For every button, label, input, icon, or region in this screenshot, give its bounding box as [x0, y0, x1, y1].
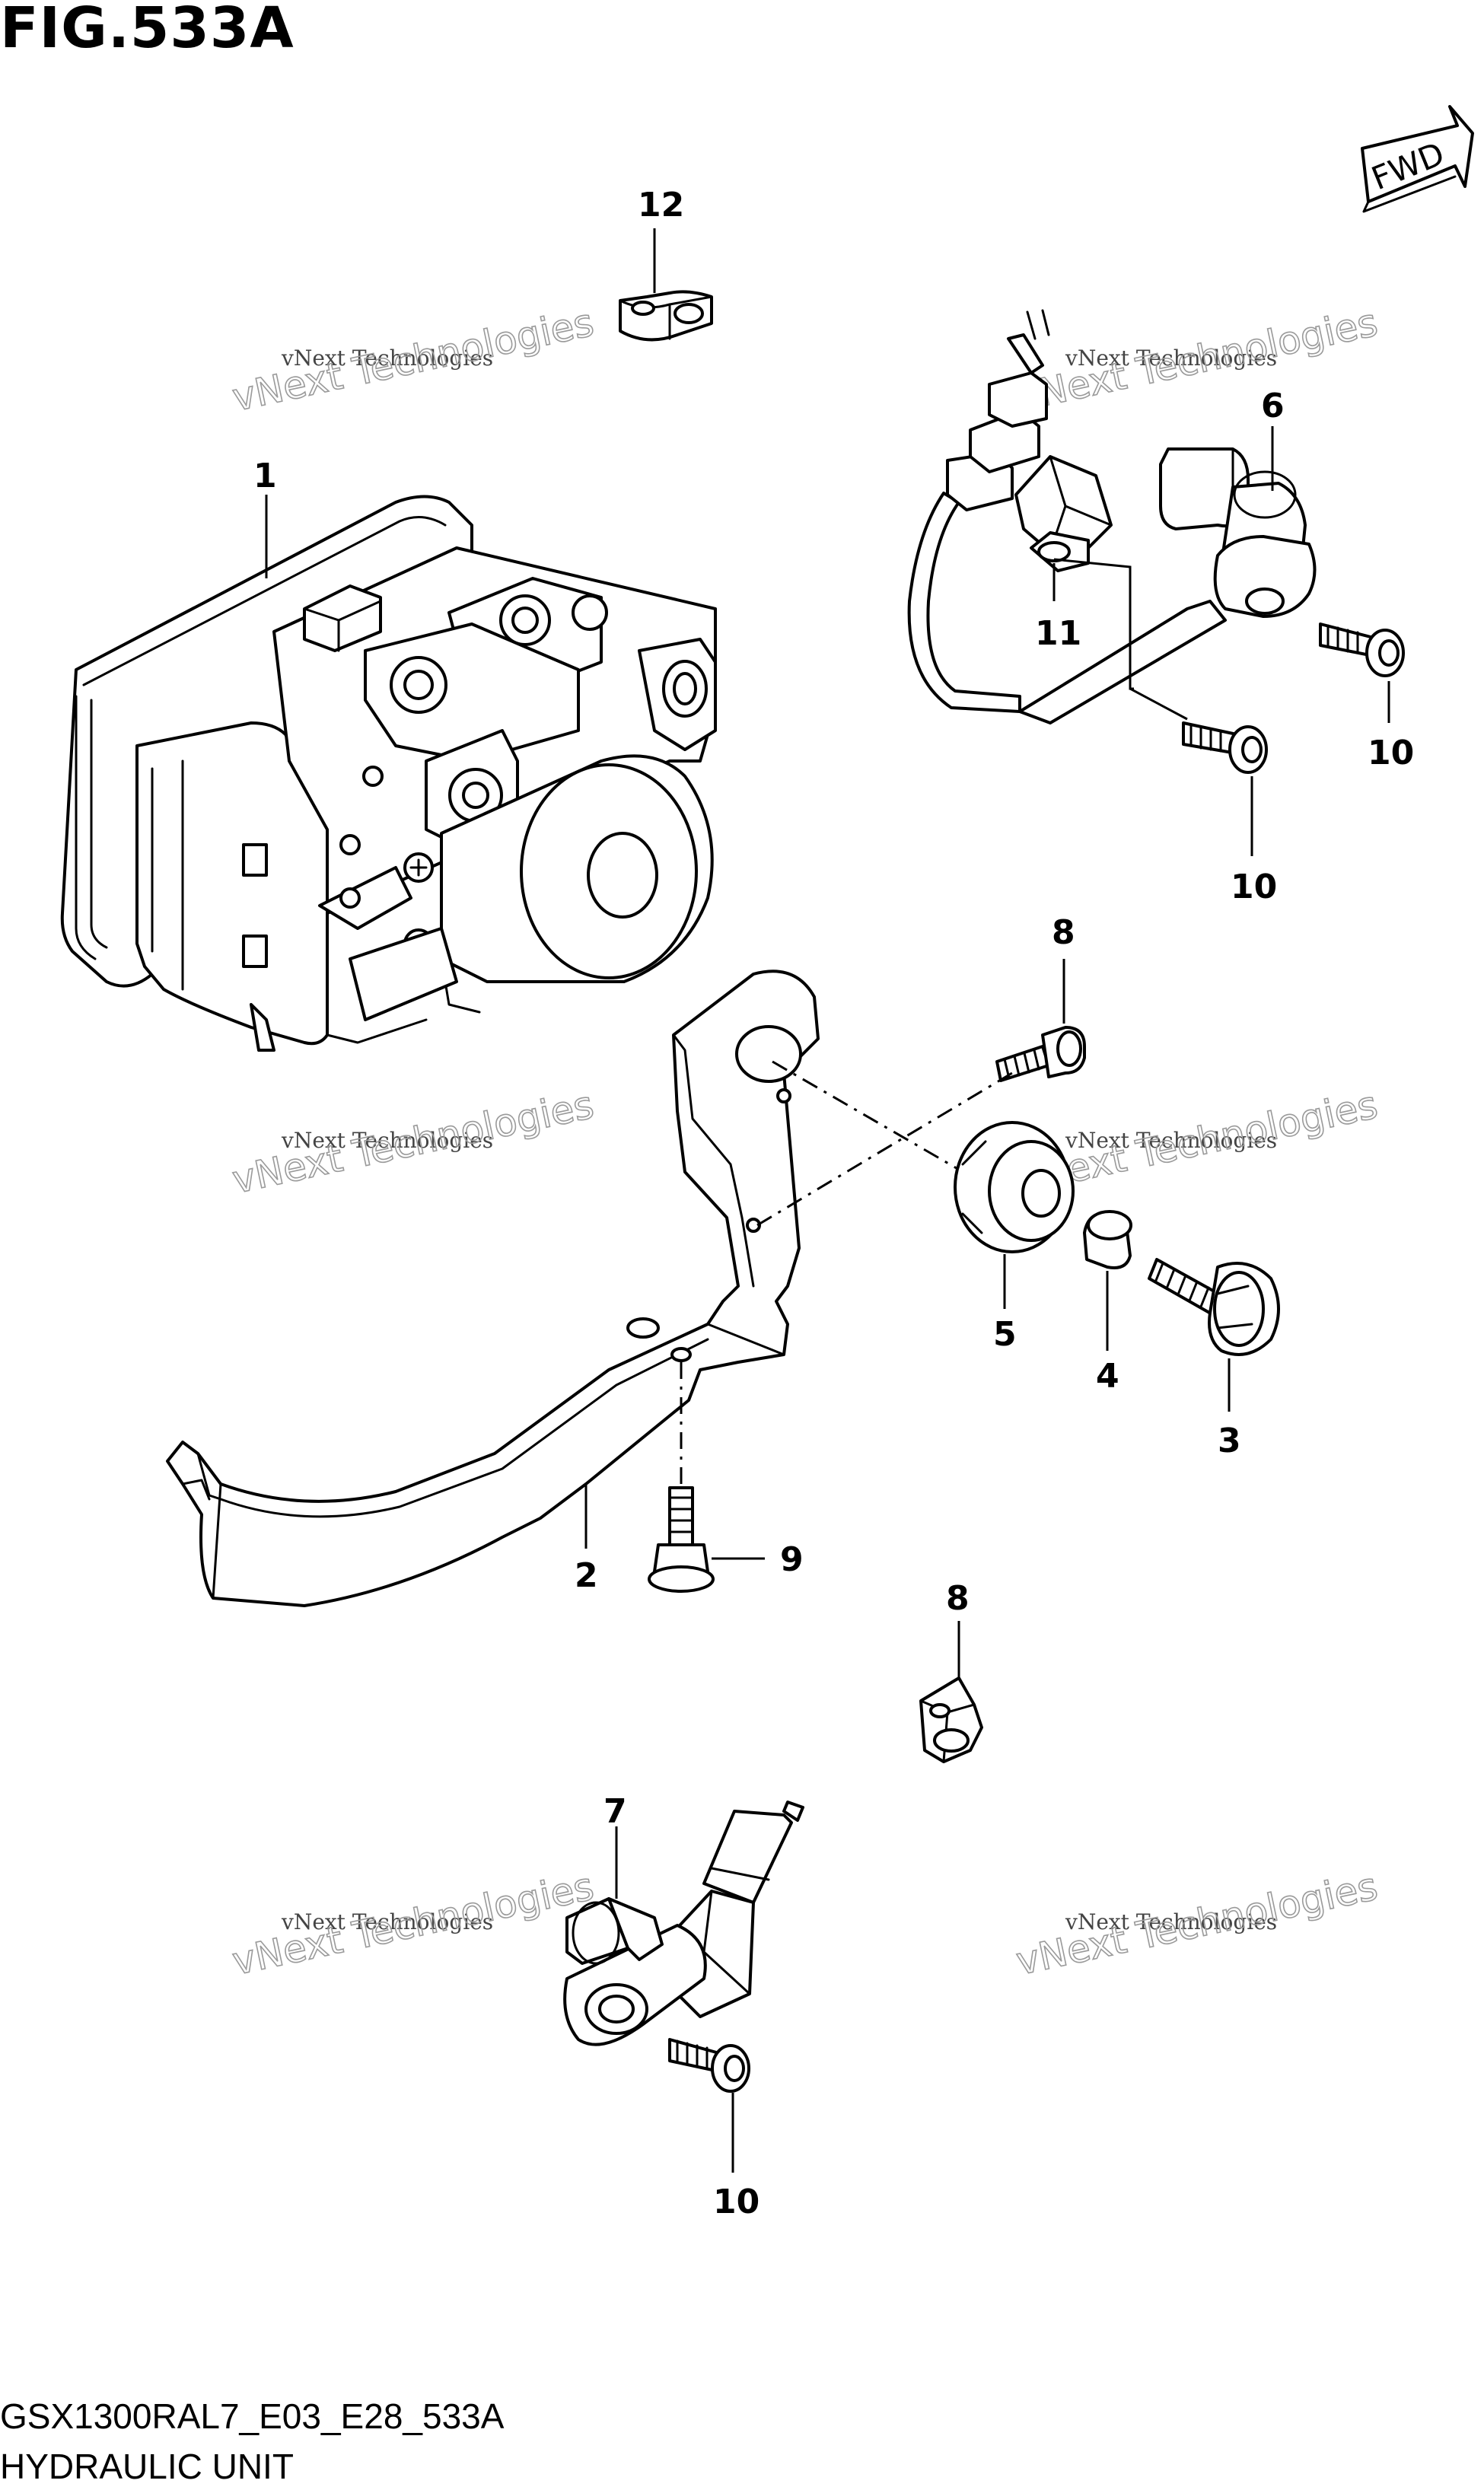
assembly-line	[756, 1071, 1013, 1227]
callout-7: 7	[603, 1792, 627, 1831]
part-2-bracket	[166, 970, 820, 1607]
figure-name: HYDRAULIC UNIT	[0, 2447, 294, 2486]
watermark: vNext Technologies vNext Technologies	[1012, 1864, 1382, 1985]
part-6-sensor	[907, 309, 1317, 724]
figure-code: GSX1300RAL7_E03_E28_533A	[0, 2396, 505, 2436]
assembly-line	[772, 1060, 990, 1189]
callout-12: 12	[638, 186, 684, 224]
watermark-line1: vNext Technologies	[281, 1909, 493, 1934]
callout-10: 10	[713, 2183, 760, 2221]
watermark: vNext Technologies vNext Technologies	[228, 300, 598, 421]
watermark-line1: vNext Technologies	[1065, 345, 1277, 371]
part-10-bolt	[1182, 721, 1268, 774]
leader-line-11	[1053, 558, 1188, 721]
part-1-hydraulic-unit	[60, 495, 717, 1052]
part-11-clamp	[1014, 455, 1113, 572]
callout-2: 2	[575, 1556, 598, 1595]
callout-4: 4	[1096, 1357, 1119, 1396]
figure-title: FIG.533A	[0, 0, 295, 61]
watermark-line1: vNext Technologies	[281, 345, 493, 371]
callout-10: 10	[1368, 734, 1414, 772]
callout-3: 3	[1218, 1422, 1241, 1460]
part-12-clamp	[619, 290, 713, 342]
part-5-grommet	[954, 1121, 1075, 1253]
part-7-sensor	[563, 1801, 804, 2046]
watermark-line1: vNext Technologies	[281, 1128, 493, 1153]
callout-6: 6	[1261, 387, 1285, 425]
part-10-bolt	[668, 2038, 750, 2093]
part-9-bolt	[995, 1026, 1086, 1082]
part-10-bolt	[1319, 622, 1405, 677]
fwd-arrow-icon: FWD	[1361, 105, 1474, 213]
part-4-collar	[1083, 1210, 1132, 1269]
callout-10: 10	[1231, 868, 1277, 906]
callout-9: 9	[780, 1540, 804, 1579]
watermark: vNext Technologies vNext Technologies	[228, 1082, 598, 1203]
watermark: vNext Technologies vNext Technologies	[1012, 300, 1382, 421]
part-9-bolt	[648, 1486, 715, 1593]
callout-11: 11	[1035, 614, 1081, 653]
part-8-clamp	[919, 1676, 983, 1763]
watermark: vNext Technologies vNext Technologies	[228, 1864, 598, 1985]
part-3-bolt	[1148, 1258, 1280, 1356]
callout-8: 8	[946, 1579, 970, 1618]
callout-1: 1	[253, 457, 277, 495]
callout-5: 5	[993, 1315, 1017, 1354]
watermark-line1: vNext Technologies	[1065, 1128, 1277, 1153]
callout-9: 8	[1052, 913, 1075, 952]
watermark-line1: vNext Technologies	[1065, 1909, 1277, 1934]
